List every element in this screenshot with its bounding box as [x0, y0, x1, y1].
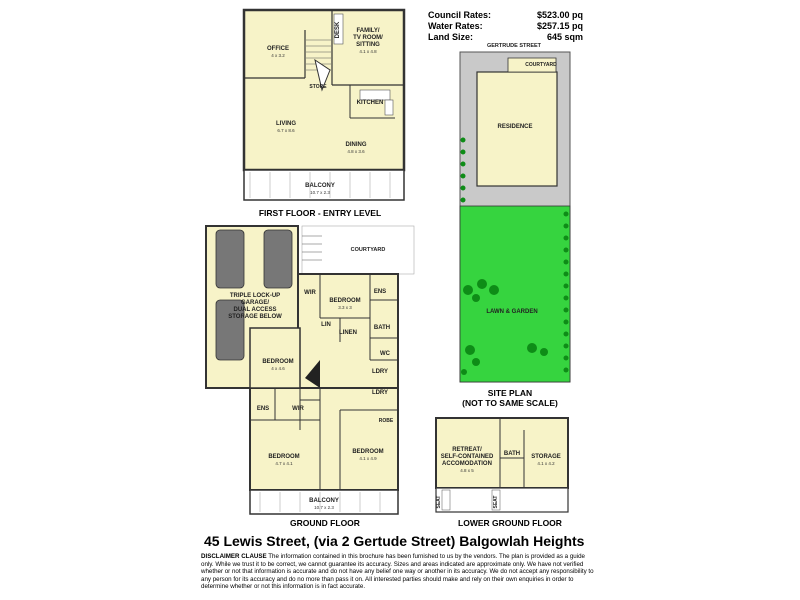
family-label-3: SITTING: [356, 42, 380, 48]
retreat-label-3: ACCOMODATION: [442, 461, 492, 467]
robe-label: ROBE: [379, 418, 394, 424]
living-dim: 6.7 x 8.6: [277, 128, 295, 133]
bedroom-label-2: BEDROOM: [262, 359, 293, 365]
office-dim: 4 x 3.2: [271, 53, 285, 58]
rate-label: Land Size:: [428, 32, 474, 42]
disclaimer-text: The information contained in this brochu…: [201, 553, 594, 591]
retreat-label-1: RETREAT/: [452, 447, 482, 453]
family-dim: 4.1 x 4.8: [359, 49, 377, 54]
disclaimer: DISCLAIMER CLAUSE The information contai…: [201, 553, 599, 591]
wir-label-2: WIR: [292, 406, 304, 412]
balcony-dim-ground: 10.7 x 2.3: [314, 505, 334, 510]
site-plan: GERTRUDE STREET COURTYARD RESIDENCE LAWN…: [459, 43, 571, 383]
site-plan-title: SITE PLAN (NOT TO SAME SCALE): [440, 388, 580, 408]
street-label: GERTRUDE STREET: [487, 43, 542, 49]
ens-label-1: ENS: [374, 289, 386, 295]
storage-label: STORAGE: [531, 454, 561, 460]
seat-label-1: SEAT: [436, 496, 442, 509]
rate-value: $523.00 pq: [536, 10, 583, 20]
garage-label-1: TRIPLE LOCK-UP: [230, 293, 280, 299]
rate-row: Council Rates: $523.00 pq: [428, 10, 583, 21]
linen-label: LINEN: [339, 330, 357, 336]
garage-label-2: GARAGE/: [241, 300, 269, 306]
site-plan-title-line1: SITE PLAN: [487, 388, 533, 398]
courtyard-label-site: COURTYARD: [525, 62, 557, 68]
wc-label: WC: [380, 351, 391, 357]
garage-label-4: STORAGE BELOW: [228, 314, 282, 320]
bedroom-dim-1: 3.3 x 3: [338, 305, 352, 310]
balcony-label-first: BALCONY: [305, 183, 335, 189]
courtyard-label-ground: COURTYARD: [351, 247, 386, 253]
bedroom-label-4: BEDROOM: [352, 449, 383, 455]
ens-label-2: ENS: [257, 406, 269, 412]
rate-row: Land Size: 645 sqm: [428, 32, 583, 43]
store-label: STORE: [309, 84, 327, 90]
rate-label: Council Rates:: [428, 10, 492, 20]
rate-label: Water Rates:: [428, 21, 483, 31]
rate-row: Water Rates: $257.15 pq: [428, 21, 583, 32]
wir-label-1: WIR: [304, 290, 316, 296]
ldry-label-1: LDRY: [372, 369, 388, 375]
car-icon: [215, 299, 245, 361]
ground-floor-title: GROUND FLOOR: [290, 518, 360, 528]
dining-label: DINING: [346, 142, 367, 148]
family-label-2: TV ROOM/: [353, 35, 383, 41]
bedroom-dim-4: 4.1 x 4.9: [359, 456, 377, 461]
balcony-dim-first: 10.7 x 2.3: [310, 190, 330, 195]
rates-table: Council Rates: $523.00 pq Water Rates: $…: [428, 10, 583, 43]
car-icon: [263, 229, 293, 289]
balcony-label-ground: BALCONY: [309, 498, 339, 504]
bath-label-ground: BATH: [374, 325, 390, 331]
rate-value: $257.15 pq: [536, 21, 583, 31]
storage-dim: 4.1 x 4.2: [537, 461, 555, 466]
bath-label-lower: BATH: [504, 451, 520, 457]
bedroom-dim-2: 4 x 4.6: [271, 366, 285, 371]
desk-label: DESK: [335, 21, 341, 38]
lawn-label: LAWN & GARDEN: [486, 309, 537, 315]
ldry-label-2: LDRY: [372, 390, 388, 396]
site-plan-title-line2: (NOT TO SAME SCALE): [462, 398, 558, 408]
lin-label: LIN: [321, 322, 331, 328]
disclaimer-label: DISCLAIMER CLAUSE: [201, 553, 267, 560]
living-label: LIVING: [276, 121, 296, 127]
lower-ground-plan: RETREAT/ SELF-CONTAINED ACCOMODATION 4.8…: [435, 417, 569, 513]
retreat-label-2: SELF-CONTAINED: [441, 454, 494, 460]
lower-ground-title: LOWER GROUND FLOOR: [458, 518, 562, 528]
car-icon: [215, 229, 245, 289]
bedroom-dim-3: 4.7 x 4.1: [275, 461, 293, 466]
address-title: 45 Lewis Street, (via 2 Gertude Street) …: [204, 533, 585, 549]
family-label-1: FAMILY/: [356, 28, 379, 34]
residence-label: RESIDENCE: [497, 124, 532, 130]
retreat-dim: 4.8 x 5: [460, 468, 474, 473]
bedroom-label-3: BEDROOM: [268, 454, 299, 460]
dining-dim: 4.8 x 3.6: [347, 149, 365, 154]
first-floor-title: FIRST FLOOR - ENTRY LEVEL: [258, 208, 382, 218]
kitchen-label: KITCHEN: [357, 100, 384, 106]
rate-value: 645 sqm: [546, 32, 583, 42]
first-floor-plan: OFFICE 4 x 3.2 DESK FAMILY/ TV ROOM/ SIT…: [242, 8, 406, 201]
seat-label-2: SEAT: [493, 496, 499, 509]
office-label: OFFICE: [267, 46, 289, 52]
garage-label-3: DUAL ACCESS: [233, 307, 276, 313]
ground-floor-plan: COURTYARD TRIPLE LOCK-UP GARAGE/ DUAL AC…: [205, 225, 415, 515]
bedroom-label-1: BEDROOM: [329, 298, 360, 304]
